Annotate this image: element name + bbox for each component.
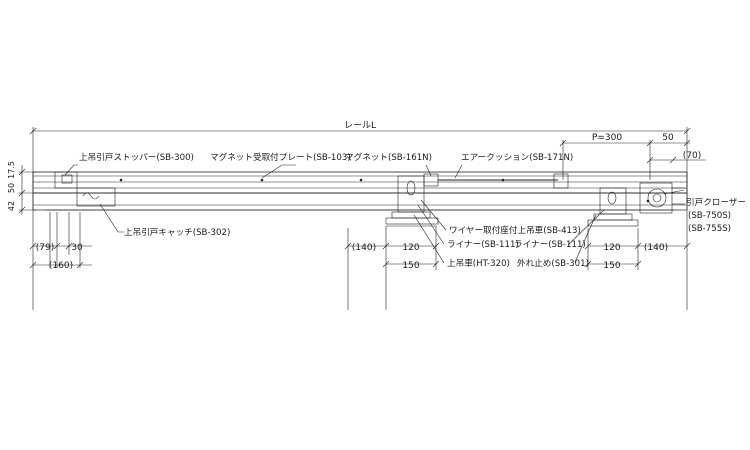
dim-140-left: (140) xyxy=(352,243,376,253)
catch-sb302 xyxy=(76,187,116,207)
dim-160: (160) xyxy=(49,261,73,271)
leader-wire-wheel xyxy=(420,199,447,231)
callout-wire-wheel: ワイヤー取付座付上吊車(SB-413) xyxy=(449,224,581,236)
leader-liner-left xyxy=(417,204,445,245)
callout-hanger: 上吊車(HT-320) xyxy=(447,257,510,269)
leader-hanger xyxy=(413,214,445,264)
callout-liner-right: ライナー(SB-111) xyxy=(514,239,586,250)
callout-derail-stop: 外れ止め(SB-301) xyxy=(517,257,589,269)
leader-catch xyxy=(99,203,124,233)
dim-140-right: (140) xyxy=(644,243,668,253)
callout-stopper: 上吊引戸ストッパー(SB-300) xyxy=(79,152,194,163)
wire-wheel-sb413 xyxy=(587,187,639,227)
door-closer xyxy=(639,182,685,214)
callout-liner-left: ライナー(SB-111) xyxy=(447,239,519,250)
rail-lower-body xyxy=(32,192,688,211)
callout-closer-1: 引戸クローザー xyxy=(686,197,746,208)
leader-air-cushion xyxy=(454,164,463,179)
leader-magnet xyxy=(425,164,432,177)
rail-screws xyxy=(119,178,650,203)
dim-right-50: 50 xyxy=(662,133,674,143)
dim-120-right: 120 xyxy=(603,243,620,253)
stopper-sb300 xyxy=(54,171,78,189)
callout-magnet: マグネット(SB-161N) xyxy=(345,151,432,163)
leader-liner-right xyxy=(567,209,605,246)
dim-30: 30 xyxy=(71,243,83,253)
leader-magnet-plate xyxy=(261,164,296,179)
leader-derail-stop xyxy=(574,214,597,263)
callout-air-cushion: エアークッション(SB-171N) xyxy=(461,152,573,163)
callout-closer-3: (SB-755S) xyxy=(688,224,731,234)
hanger-ht320 xyxy=(385,175,439,225)
dim-150-left: 150 xyxy=(402,261,419,271)
dim-120-left: 120 xyxy=(402,243,419,253)
dim-79: (79) xyxy=(36,243,54,253)
callout-closer-2: (SB-750S) xyxy=(688,211,731,221)
leader-closer xyxy=(663,189,685,195)
rail-length-label: レールL xyxy=(344,121,376,131)
leader-stopper xyxy=(64,164,78,176)
dim-left-42: 42 xyxy=(7,201,16,211)
dim-right-70: (70) xyxy=(683,151,701,161)
callout-magnet-plate: マグネット受取付プレート(SB-103) xyxy=(210,151,351,163)
dim-150-right: 150 xyxy=(603,261,620,271)
dim-top-17-5: 17.5 xyxy=(7,161,16,179)
dim-left-50: 50 xyxy=(7,183,16,193)
rail-profile xyxy=(32,171,688,194)
callout-catch: 上吊引戸キャッチ(SB-302) xyxy=(124,227,230,238)
pitch-label: P=300 xyxy=(592,133,622,143)
